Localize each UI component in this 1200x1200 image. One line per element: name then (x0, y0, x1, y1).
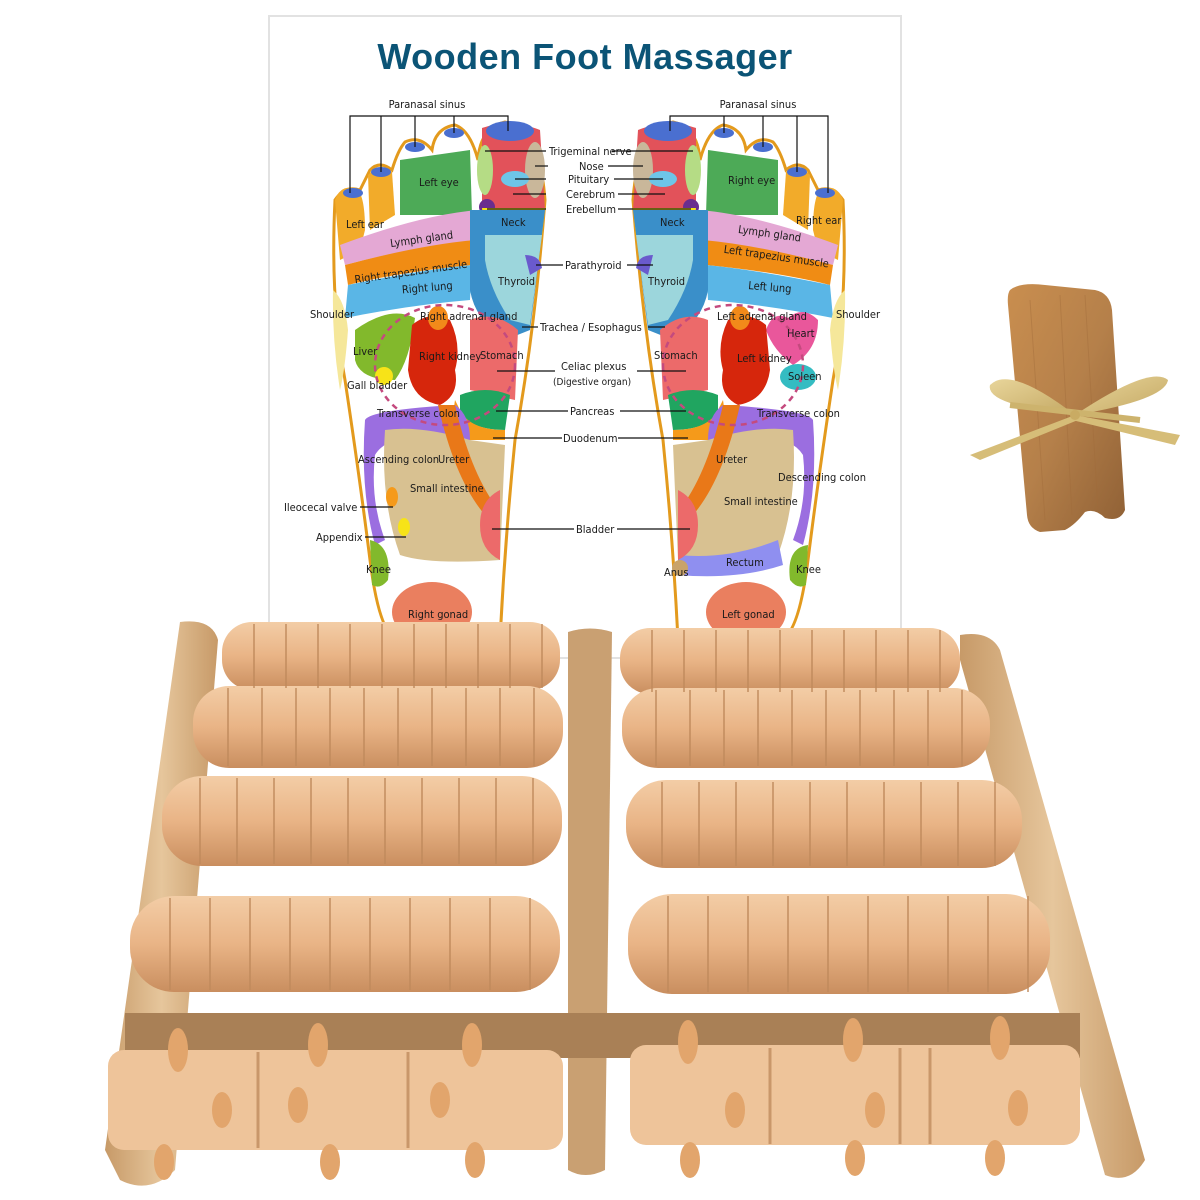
label: Appendix (316, 531, 363, 544)
label: Neck (501, 216, 526, 229)
label: Transverse colon (376, 407, 460, 420)
upper-rollers (130, 622, 1050, 994)
wooden-foot-roller (105, 621, 1145, 1186)
label: Shoulder (836, 308, 881, 321)
label: Parathyroid (565, 259, 622, 272)
label: Duodenum (563, 432, 618, 445)
label: Pancreas (570, 405, 614, 418)
label: Thyroid (647, 275, 685, 288)
lower-knob-rollers (108, 1016, 1080, 1180)
label: Knee (366, 563, 391, 576)
left-foot-diagram (332, 120, 547, 642)
label: Right lung (401, 279, 453, 296)
label: Thyroid (497, 275, 535, 288)
label: Right adrenal gland (420, 310, 517, 323)
label: Stomach (480, 349, 524, 362)
label: Rectum (726, 556, 764, 569)
label: Small intestine (724, 495, 798, 508)
chart-labels: Paranasal sinus Paranasal sinus Left ear… (284, 98, 881, 621)
label: Pituitary (568, 173, 609, 186)
label: Left kidney (737, 352, 792, 365)
label: Bladder (576, 523, 615, 536)
label: Left ear (346, 218, 385, 231)
label: Ureter (438, 453, 470, 466)
label: Cerebrum (566, 188, 615, 201)
label: Anus (664, 566, 688, 579)
label: Shoulder (310, 308, 355, 321)
label: Soleen (788, 370, 822, 383)
label: Ascending colon (358, 453, 439, 466)
label: Left gonad (722, 608, 775, 621)
label: (Digestive organ) (553, 377, 631, 388)
label: Stomach (654, 349, 698, 362)
label: Transverse colon (756, 407, 840, 420)
label: Nose (579, 160, 604, 173)
label: Heart (787, 327, 815, 340)
label: Trachea / Esophagus (539, 321, 642, 334)
label-paranasal-left: Paranasal sinus (389, 98, 466, 111)
label: Gall bladder (347, 379, 408, 392)
label: Right gonad (408, 608, 468, 621)
label: Small intestine (410, 482, 484, 495)
label: Left lung (748, 279, 792, 296)
label: Left adrenal gland (717, 310, 807, 323)
label: Right eye (728, 174, 775, 187)
label: Celiac plexus (561, 360, 626, 373)
label: Knee (796, 563, 821, 576)
label: Erebellum (566, 203, 616, 216)
wooden-gua-sha-board (970, 284, 1180, 532)
leader-lines (349, 115, 829, 538)
label: Ileocecal valve (284, 501, 357, 514)
label: Liver (353, 345, 378, 358)
chart-title: Wooden Foot Massager (377, 36, 793, 77)
label-paranasal-right: Paranasal sinus (720, 98, 797, 111)
label: Left eye (419, 176, 459, 189)
label: Descending colon (778, 471, 866, 484)
label: Trigeminal nerve (548, 145, 632, 158)
label: Neck (660, 216, 685, 229)
right-foot-diagram (631, 120, 846, 642)
label: Ureter (716, 453, 748, 466)
label: Right kidney (419, 350, 481, 363)
label: Right ear (796, 214, 842, 227)
